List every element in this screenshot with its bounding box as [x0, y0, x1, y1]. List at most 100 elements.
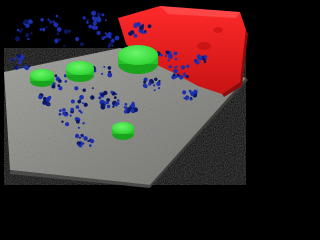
blue-particle [174, 74, 178, 79]
blue-particle [70, 99, 75, 104]
blue-particle [38, 95, 43, 100]
blue-particle [165, 50, 170, 55]
green-cylinder-small [112, 122, 134, 140]
blue-particle [130, 103, 136, 109]
blue-particle [86, 19, 90, 22]
blue-particle [65, 122, 70, 127]
blue-particle [103, 35, 107, 39]
blue-particle [91, 10, 97, 16]
blue-particle [27, 19, 33, 24]
blue-particle [181, 66, 184, 68]
blue-particle [197, 55, 203, 61]
blue-particle [74, 133, 80, 139]
blue-particle [203, 60, 206, 64]
blue-particle [89, 139, 95, 144]
blue-particle [105, 19, 107, 22]
blue-particle [158, 80, 161, 83]
blue-particle [47, 18, 50, 21]
blue-particle [70, 107, 75, 112]
blue-particle [89, 144, 92, 147]
blue-particle [185, 95, 190, 100]
blue-particle [45, 26, 48, 29]
blue-particle [173, 51, 178, 56]
blue-particle [108, 35, 112, 39]
blue-particle [143, 80, 147, 84]
blue-particle [79, 98, 82, 101]
blue-particle [77, 126, 80, 129]
blue-particle [130, 108, 135, 113]
blue-particle [79, 136, 81, 139]
blue-particle [94, 25, 98, 30]
blue-particle [63, 44, 66, 47]
blue-particle [58, 79, 62, 83]
blue-particle [103, 66, 106, 68]
blue-particle [22, 63, 25, 66]
blue-particle [77, 99, 82, 104]
green-cylinder-large [118, 45, 158, 74]
blue-particle [16, 28, 20, 32]
blue-particle [20, 66, 23, 68]
blue-particle [92, 16, 98, 22]
blue-particle [55, 41, 57, 44]
blue-particle [75, 36, 80, 42]
blue-particle [56, 32, 60, 36]
blue-particle [164, 54, 168, 58]
blue-particle [80, 111, 83, 114]
blue-particle [107, 32, 111, 36]
blue-particle [92, 21, 98, 26]
blue-particle [87, 140, 90, 143]
blue-particle [62, 108, 66, 112]
blue-particle [100, 103, 105, 108]
blue-particle [150, 80, 154, 84]
blue-particle [39, 28, 43, 31]
blue-particle [101, 13, 105, 17]
blue-particle [124, 106, 128, 110]
blue-particle [82, 122, 85, 125]
blue-particle [186, 64, 190, 68]
blue-particle [21, 28, 24, 30]
blue-particle [59, 109, 62, 112]
blue-particle [75, 105, 80, 109]
green-cylinder-medium [66, 61, 94, 82]
blue-particle [58, 86, 63, 91]
blue-particle [96, 16, 101, 21]
blue-particle [25, 33, 30, 38]
blue-particle [178, 74, 184, 80]
blue-particle [168, 65, 172, 69]
blue-particle [96, 12, 101, 17]
blue-particle [63, 29, 69, 34]
blue-particle [57, 84, 61, 87]
blue-particle [80, 42, 84, 47]
blue-particle [195, 60, 200, 65]
blue-particle [17, 54, 22, 58]
blue-particle [104, 32, 107, 35]
blue-particle [144, 30, 147, 33]
blue-particle [174, 57, 178, 61]
blue-particle [203, 55, 208, 59]
blue-particle [185, 74, 189, 79]
blue-particle [98, 96, 102, 100]
blue-particle [124, 103, 128, 106]
blue-particle [142, 83, 147, 88]
blue-particle [147, 24, 152, 29]
blue-particle [182, 90, 187, 95]
blue-particle [18, 60, 22, 65]
blue-particle [108, 42, 113, 47]
blue-particle [18, 29, 23, 33]
blue-particle [133, 33, 138, 38]
blue-particle [27, 37, 30, 41]
blue-particle [204, 58, 207, 61]
blue-particle [88, 24, 93, 29]
blue-particle [126, 109, 130, 114]
blue-particle [193, 89, 198, 94]
blue-particle [130, 30, 135, 35]
blue-particle [113, 96, 117, 99]
blue-particle [103, 90, 108, 96]
blue-particle [167, 59, 170, 62]
blue-particle [190, 96, 192, 99]
blue-particle [23, 19, 29, 24]
blue-particle [183, 72, 186, 75]
blue-particle [20, 54, 25, 59]
blue-particle [54, 74, 58, 78]
blue-particle [100, 93, 104, 97]
